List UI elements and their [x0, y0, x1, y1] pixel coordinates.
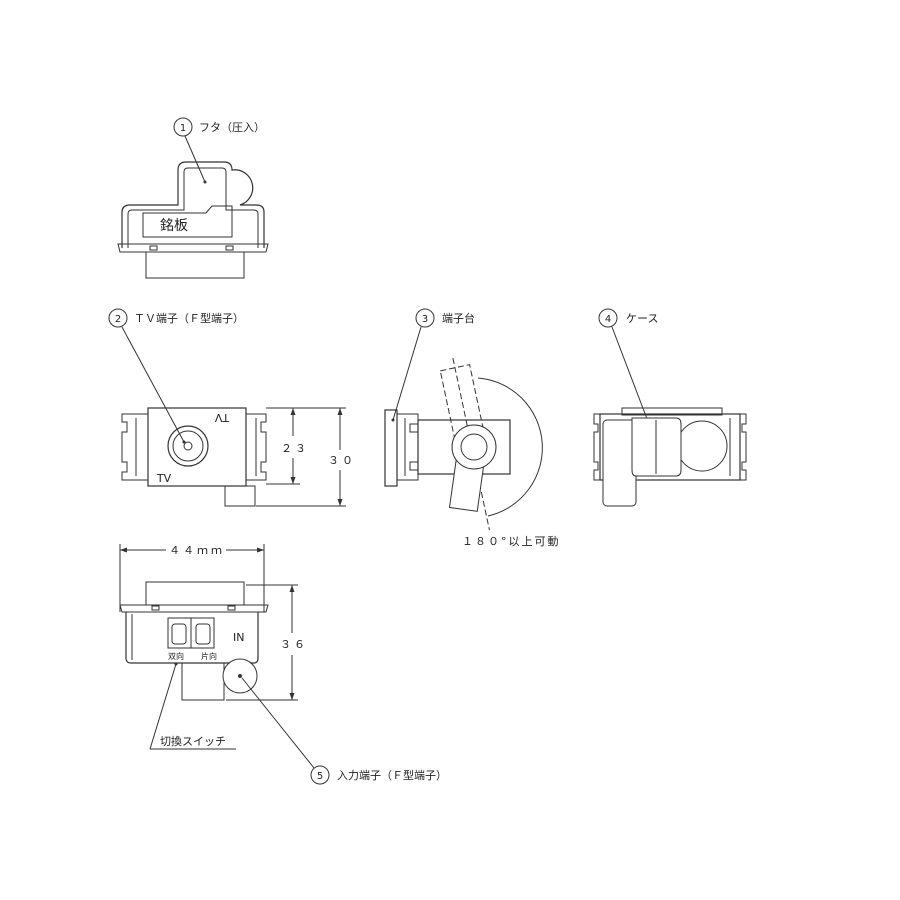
rotation-arc [477, 377, 543, 517]
case-top-strip [621, 407, 723, 416]
cover-base-slot-right [225, 245, 234, 251]
callout-circle-5 [310, 765, 330, 785]
switch-frame [167, 617, 215, 649]
nameplate-text: 銘板 [160, 218, 188, 234]
cover-base [117, 243, 269, 253]
dim-arrow-44-left [120, 547, 127, 553]
leader-dot-cover [203, 180, 207, 184]
callout-label-terminal-block: 端子台 [442, 311, 475, 325]
callout-circle-1 [173, 117, 193, 137]
terminal-block-view: 3 端子台 １８０°以上可動 [384, 308, 561, 548]
dim-arrow-36-bottom [289, 693, 295, 700]
callout-number-1: 1 [180, 123, 186, 134]
leader-line-input-terminal [241, 677, 315, 769]
mount-plate [384, 409, 398, 487]
callout-circle-4 [598, 308, 618, 328]
case-view: 4 ケース [593, 308, 747, 507]
bottom-base [119, 604, 269, 613]
cover-inner-outline [127, 167, 259, 248]
callout-circle-2 [108, 308, 128, 328]
dim-arrow-23-bottom [290, 477, 296, 484]
leader-line-tv-terminal [121, 326, 185, 443]
cover-base-slot-left [149, 245, 158, 251]
cover-bottom-block [145, 251, 245, 279]
switch-knob-right [195, 623, 211, 645]
input-connector-pin [238, 674, 242, 678]
callout-number-5: 5 [317, 771, 323, 782]
dim-text-23: ２３ [281, 442, 309, 455]
switch-mark-left: 双向 [168, 651, 184, 661]
pivot-inner [460, 433, 488, 461]
dim-arrow-30-top [337, 408, 343, 415]
callout-number-2: 2 [115, 314, 121, 325]
case-terminal-circle [676, 420, 728, 472]
dim-text-44mm: ４４ｍｍ [169, 544, 225, 557]
leader-line-terminal-block [392, 326, 422, 421]
leader-line-cover [184, 135, 206, 183]
dim-arrow-44-right [257, 547, 264, 553]
tv-mark-bottom: TV [156, 472, 172, 485]
leader-line-case [611, 326, 653, 433]
case-body [599, 413, 741, 481]
case-left-ear [593, 413, 600, 481]
rotation-note: １８０°以上可動 [462, 534, 561, 548]
cover-view: 1 フタ（圧入） 銘板 [117, 117, 269, 279]
bottom-view: ４４ｍｍ 双向 片向 IN ３６ 切換スイッチ 5 [119, 544, 447, 785]
bottom-tab-block [181, 662, 225, 701]
bracket [397, 413, 419, 481]
callout-label-tv-terminal: ＴＶ端子（Ｆ型端子） [134, 311, 244, 325]
callout-circle-3 [415, 308, 435, 328]
dim-text-36: ３６ [280, 638, 308, 651]
callout-number-3: 3 [422, 314, 428, 325]
tv-terminal-view: 2 ＴＶ端子（Ｆ型端子） TV TV ２３ ３０ [108, 308, 356, 507]
bottom-tab [224, 485, 256, 507]
dim-arrow-30-bottom [337, 499, 343, 506]
leader-dot-tv-terminal [182, 440, 186, 444]
callout-label-cover: フタ（圧入） [199, 121, 265, 134]
input-mark: IN [233, 631, 244, 644]
left-ear [121, 413, 148, 481]
switch-mark-right: 片向 [201, 651, 217, 661]
callout-label-case: ケース [626, 312, 658, 325]
pivot-outer [451, 424, 497, 470]
f-connector-middle [172, 430, 204, 462]
nameplate-outline [142, 205, 233, 238]
leader-line-switch [149, 663, 177, 750]
switch-label: 切換スイッチ [160, 735, 226, 748]
dim-text-30: ３０ [328, 454, 356, 467]
dim-arrow-23-top [290, 408, 296, 415]
f-connector-outer [167, 425, 209, 467]
f-connector-pin [183, 441, 193, 451]
right-ear [246, 413, 267, 481]
bottom-top-block [145, 581, 245, 606]
leader-dot-terminal-block [391, 418, 395, 422]
leader-dot-switch [174, 662, 178, 666]
switch-knob-left [171, 623, 187, 645]
callout-label-input-terminal: 入力端子（Ｆ型端子） [337, 768, 447, 782]
callout-number-4: 4 [605, 314, 611, 325]
bottom-base-slot-right [227, 605, 236, 611]
front-plate [147, 407, 247, 487]
bottom-base-slot-left [151, 605, 160, 611]
case-right-ear [740, 413, 747, 481]
tv-mark-top: TV [214, 411, 230, 424]
case-lever-stem [602, 419, 637, 507]
cover-outline [121, 161, 265, 248]
dim-arrow-36-top [289, 585, 295, 592]
